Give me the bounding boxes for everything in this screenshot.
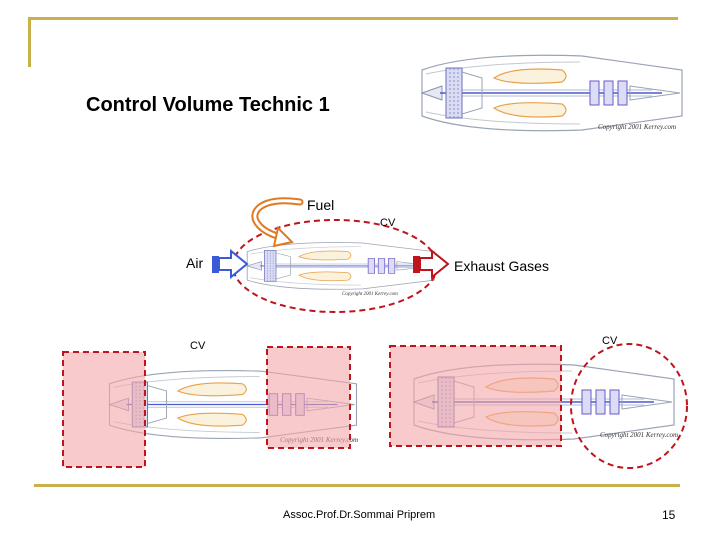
engine-bottom-right: Copyright 2001 Kerrey.com <box>413 363 678 441</box>
control-volume-rect-inlet <box>62 351 146 468</box>
fuel-label: Fuel <box>307 197 335 213</box>
copyright-top: Copyright 2001 Kerrey.com <box>598 123 676 131</box>
exhaust-gases-label: Exhaust Gases <box>454 258 549 274</box>
cv-label-bottom-left: CV <box>190 340 206 352</box>
control-volume-rect-turbine <box>266 346 351 449</box>
fuel-arrow-head-icon <box>272 226 294 248</box>
air-label: Air <box>186 255 204 271</box>
frame-left-line <box>28 17 31 67</box>
slide-title: Control Volume Technic 1 <box>86 94 330 116</box>
exhaust-arrow-icon <box>413 248 450 280</box>
control-volume-rect-compressor <box>389 345 562 447</box>
frame-bottom-line <box>34 484 680 487</box>
author-footer: Assoc.Prof.Dr.Sommai Priprem <box>283 509 436 521</box>
copyright-bottom-right: Copyright 2001 Kerrey.com <box>600 431 678 439</box>
copyright-center: Copyright 2001 Kerrey.com <box>342 292 398 297</box>
engine-top-right: Copyright 2001 Kerrey.com <box>421 54 683 132</box>
engine-center: Copyright 2001 Kerrey.com <box>246 242 435 297</box>
frame-top-line <box>28 17 678 20</box>
control-volume-circle-nozzle <box>570 343 688 469</box>
cv-label-center: CV <box>380 217 396 229</box>
page-number: 15 <box>662 508 676 522</box>
cv-label-bottom-right: CV <box>602 335 618 347</box>
air-arrow-icon <box>212 248 249 280</box>
